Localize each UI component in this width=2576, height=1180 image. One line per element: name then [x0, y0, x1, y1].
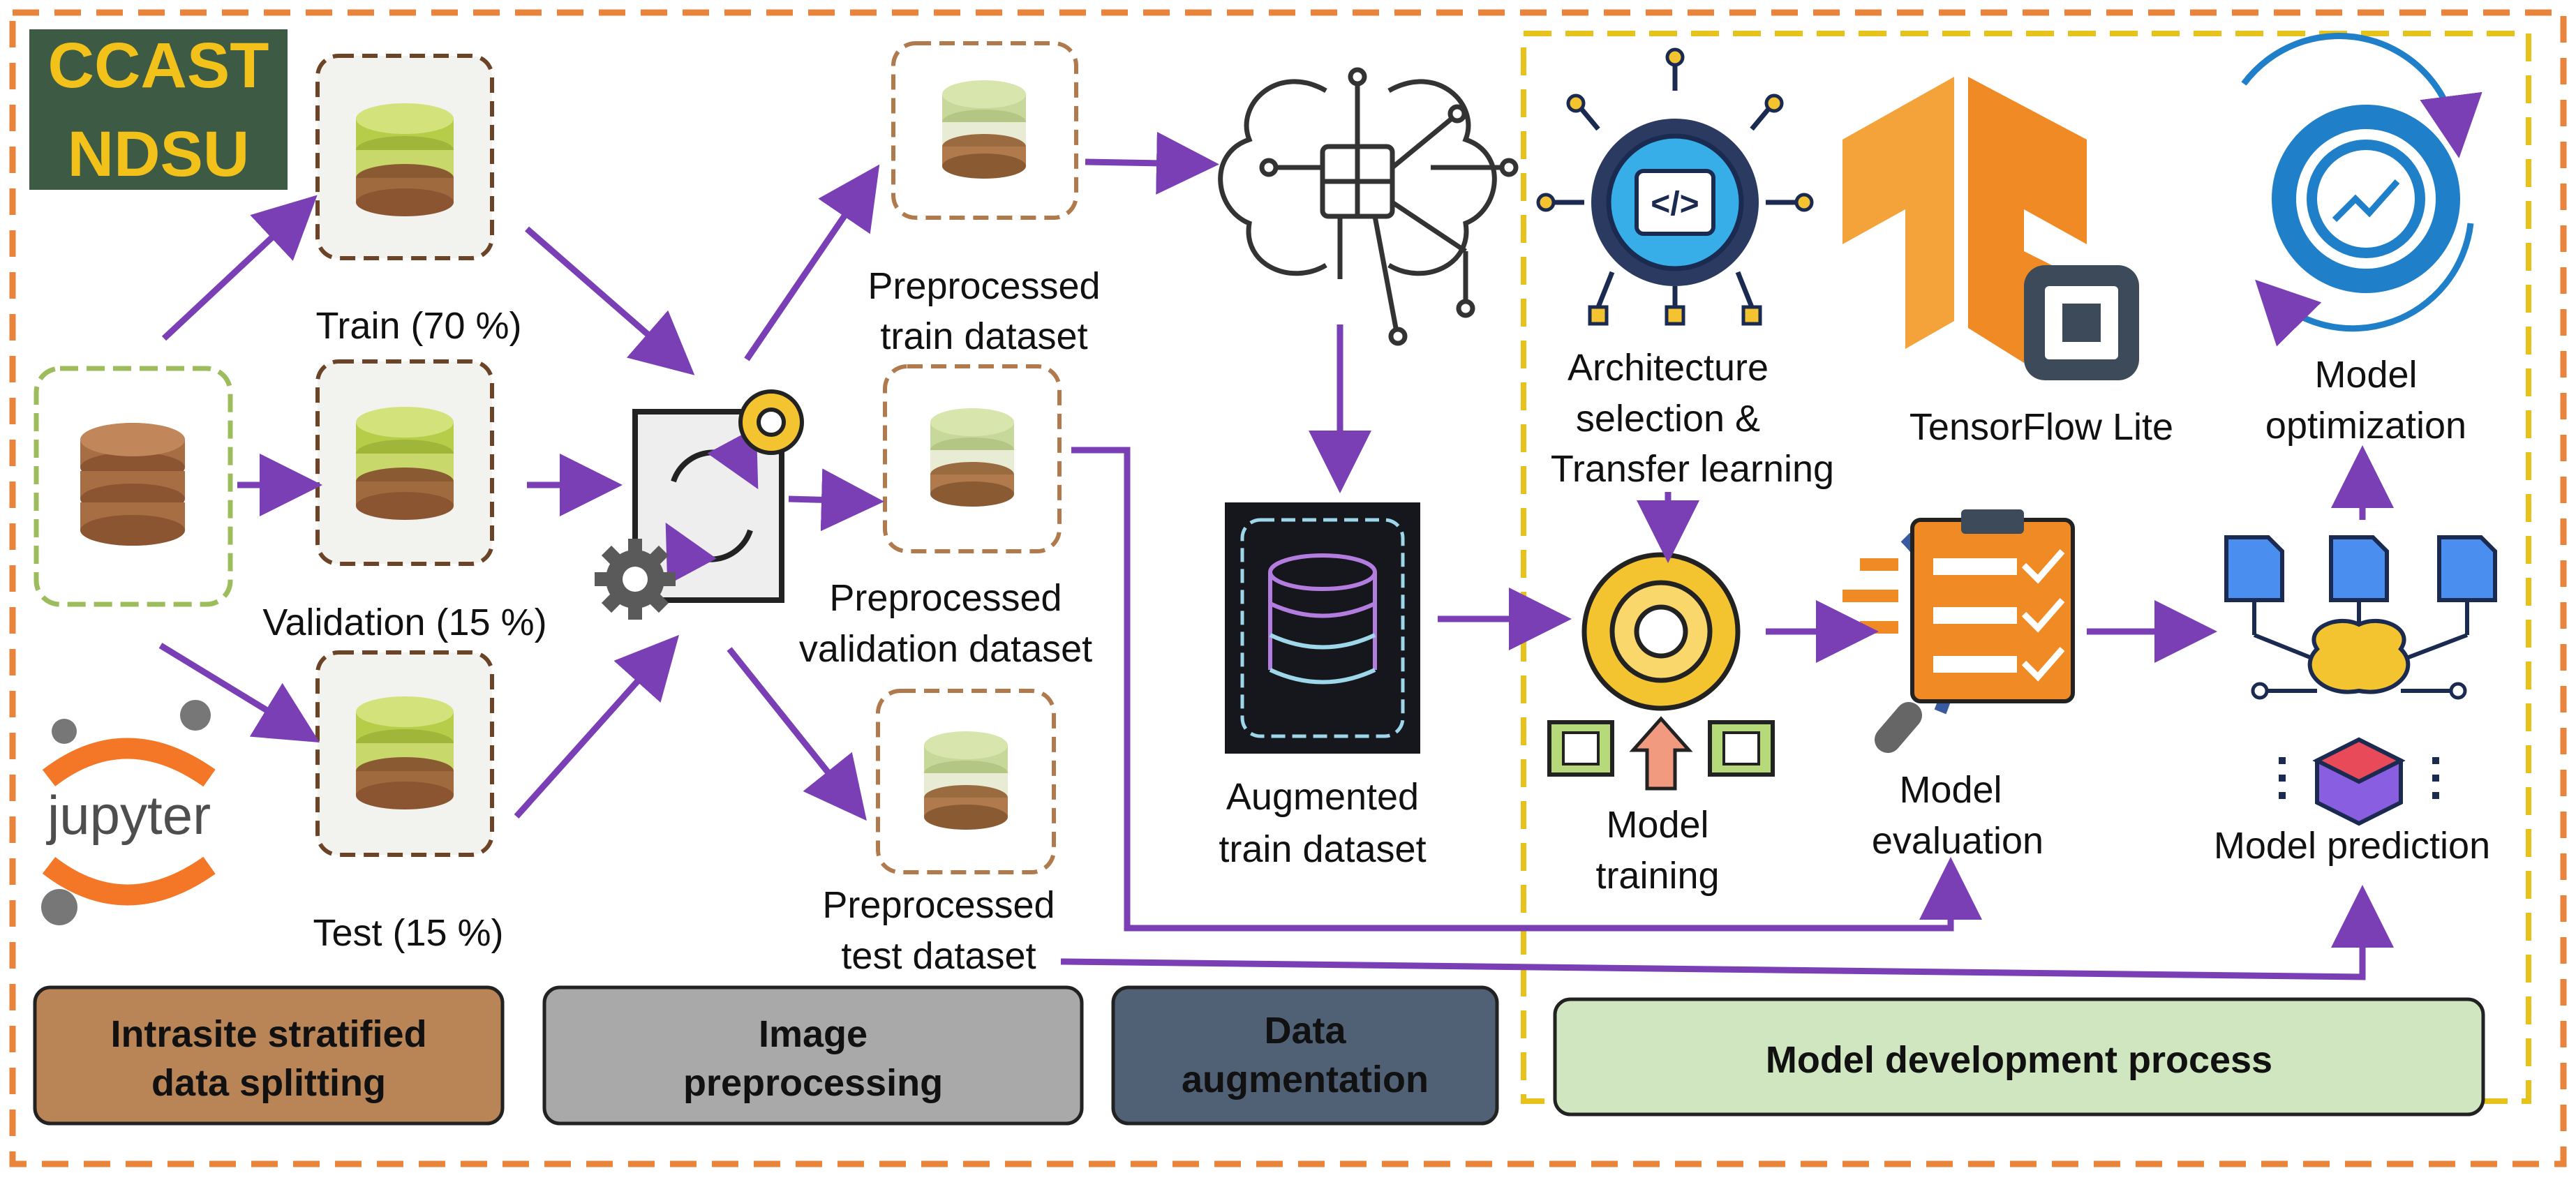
prediction-label: Model prediction: [2214, 825, 2490, 867]
tensorflow-lite-logo: [1842, 77, 2139, 380]
test-split-icon: [315, 650, 494, 857]
train-split-label: Train (70 %): [315, 305, 521, 347]
model-prediction-icon: [2224, 535, 2497, 826]
arrow-preprocessing-to-test: [727, 647, 867, 821]
preprocessed-test-label-line1: Preprocessed: [822, 884, 1055, 926]
validation-split-label: Validation (15 %): [262, 602, 546, 643]
preprocessed-test-label-line2: test dataset: [841, 935, 1036, 977]
architecture-label-line2: selection &: [1576, 398, 1760, 440]
preprocessed-train-icon: [891, 41, 1078, 220]
test-split-label: Test (15 %): [313, 912, 503, 954]
phase-box-augmentation: Data augmentation: [1111, 985, 1499, 1126]
phase-splitting-line2: data splitting: [151, 1062, 386, 1104]
arrow-source-to-train: [161, 195, 318, 341]
evaluation-label-line2: evaluation: [1872, 820, 2043, 862]
jupyter-text: jupyter: [46, 784, 211, 846]
architecture-label-line1: Architecture: [1568, 347, 1769, 389]
source-dataset-icon: [33, 366, 233, 607]
preprocessed-validation-label-line2: validation dataset: [799, 628, 1092, 670]
model-optimization-icon: [2241, 33, 2482, 347]
preprocessing-document-gear-icon: [595, 389, 804, 620]
model-evaluation-checklist-icon: [1842, 509, 2075, 753]
phase-preprocessing-line2: preprocessing: [683, 1062, 943, 1104]
arrow-train-to-preprocessing: [525, 226, 695, 375]
arrow-test-to-preprocessing: [514, 634, 680, 819]
ccast-text: CCAST: [48, 30, 269, 101]
tensorflow-lite-label: TensorFlow Lite: [1909, 406, 2173, 448]
train-split-icon: [315, 54, 494, 260]
arrow-preprocessing-to-validation: [788, 468, 884, 532]
model-training-gear-icon: [1547, 552, 1775, 791]
ccast-ndsu-logo: CCAST NDSU: [29, 29, 288, 190]
augmented-label-line1: Augmented: [1226, 776, 1419, 818]
training-label-line1: Model: [1606, 804, 1708, 846]
arrow-validation-to-evaluation: [1071, 447, 1982, 932]
ndsu-text: NDSU: [68, 119, 250, 190]
arrow-preprocessing-to-train: [744, 164, 880, 361]
preprocessed-train-label-line1: Preprocessed: [868, 265, 1100, 307]
evaluation-label-line1: Model: [1899, 769, 2002, 811]
phase-box-preprocessing: Image preprocessing: [542, 985, 1084, 1126]
phase-development-label: Model development process: [1766, 1039, 2272, 1081]
training-label-line2: training: [1595, 855, 1719, 897]
optimization-label-line2: optimization: [2265, 405, 2466, 447]
phase-box-development: Model development process: [1553, 997, 2485, 1116]
phase-box-splitting: Intrasite stratified data splitting: [33, 985, 505, 1126]
phase-splitting-line1: Intrasite stratified: [110, 1013, 426, 1055]
arrow-source-to-test: [158, 643, 320, 743]
arrow-train-to-brain: [1085, 131, 1219, 195]
validation-split-icon: [315, 359, 494, 566]
phase-augmentation-line2: augmentation: [1182, 1059, 1429, 1100]
phase-preprocessing-line1: Image: [759, 1013, 868, 1055]
arrow-test-to-prediction: [1060, 885, 2394, 980]
architecture-label-line3: Transfer learning: [1551, 448, 1834, 490]
augmented-label-line2: train dataset: [1219, 828, 1426, 870]
preprocessed-validation-label-line1: Preprocessed: [829, 577, 1062, 619]
architecture-gear-icon: </>: [1536, 47, 1814, 326]
svg-text:</>: </>: [1651, 186, 1699, 223]
preprocessed-test-icon: [876, 689, 1056, 874]
flow-arrows: [158, 131, 2394, 980]
preprocessed-validation-icon: [883, 364, 1062, 553]
jupyter-logo: jupyter: [41, 700, 216, 925]
augmented-dataset-icon: [1225, 502, 1420, 754]
phase-augmentation-line1: Data: [1264, 1010, 1346, 1052]
preprocessed-train-label-line2: train dataset: [880, 315, 1087, 357]
ai-brain-chip-icon: [1218, 67, 1519, 346]
outer-border: [9, 9, 2567, 1167]
optimization-label-line1: Model: [2314, 354, 2417, 396]
